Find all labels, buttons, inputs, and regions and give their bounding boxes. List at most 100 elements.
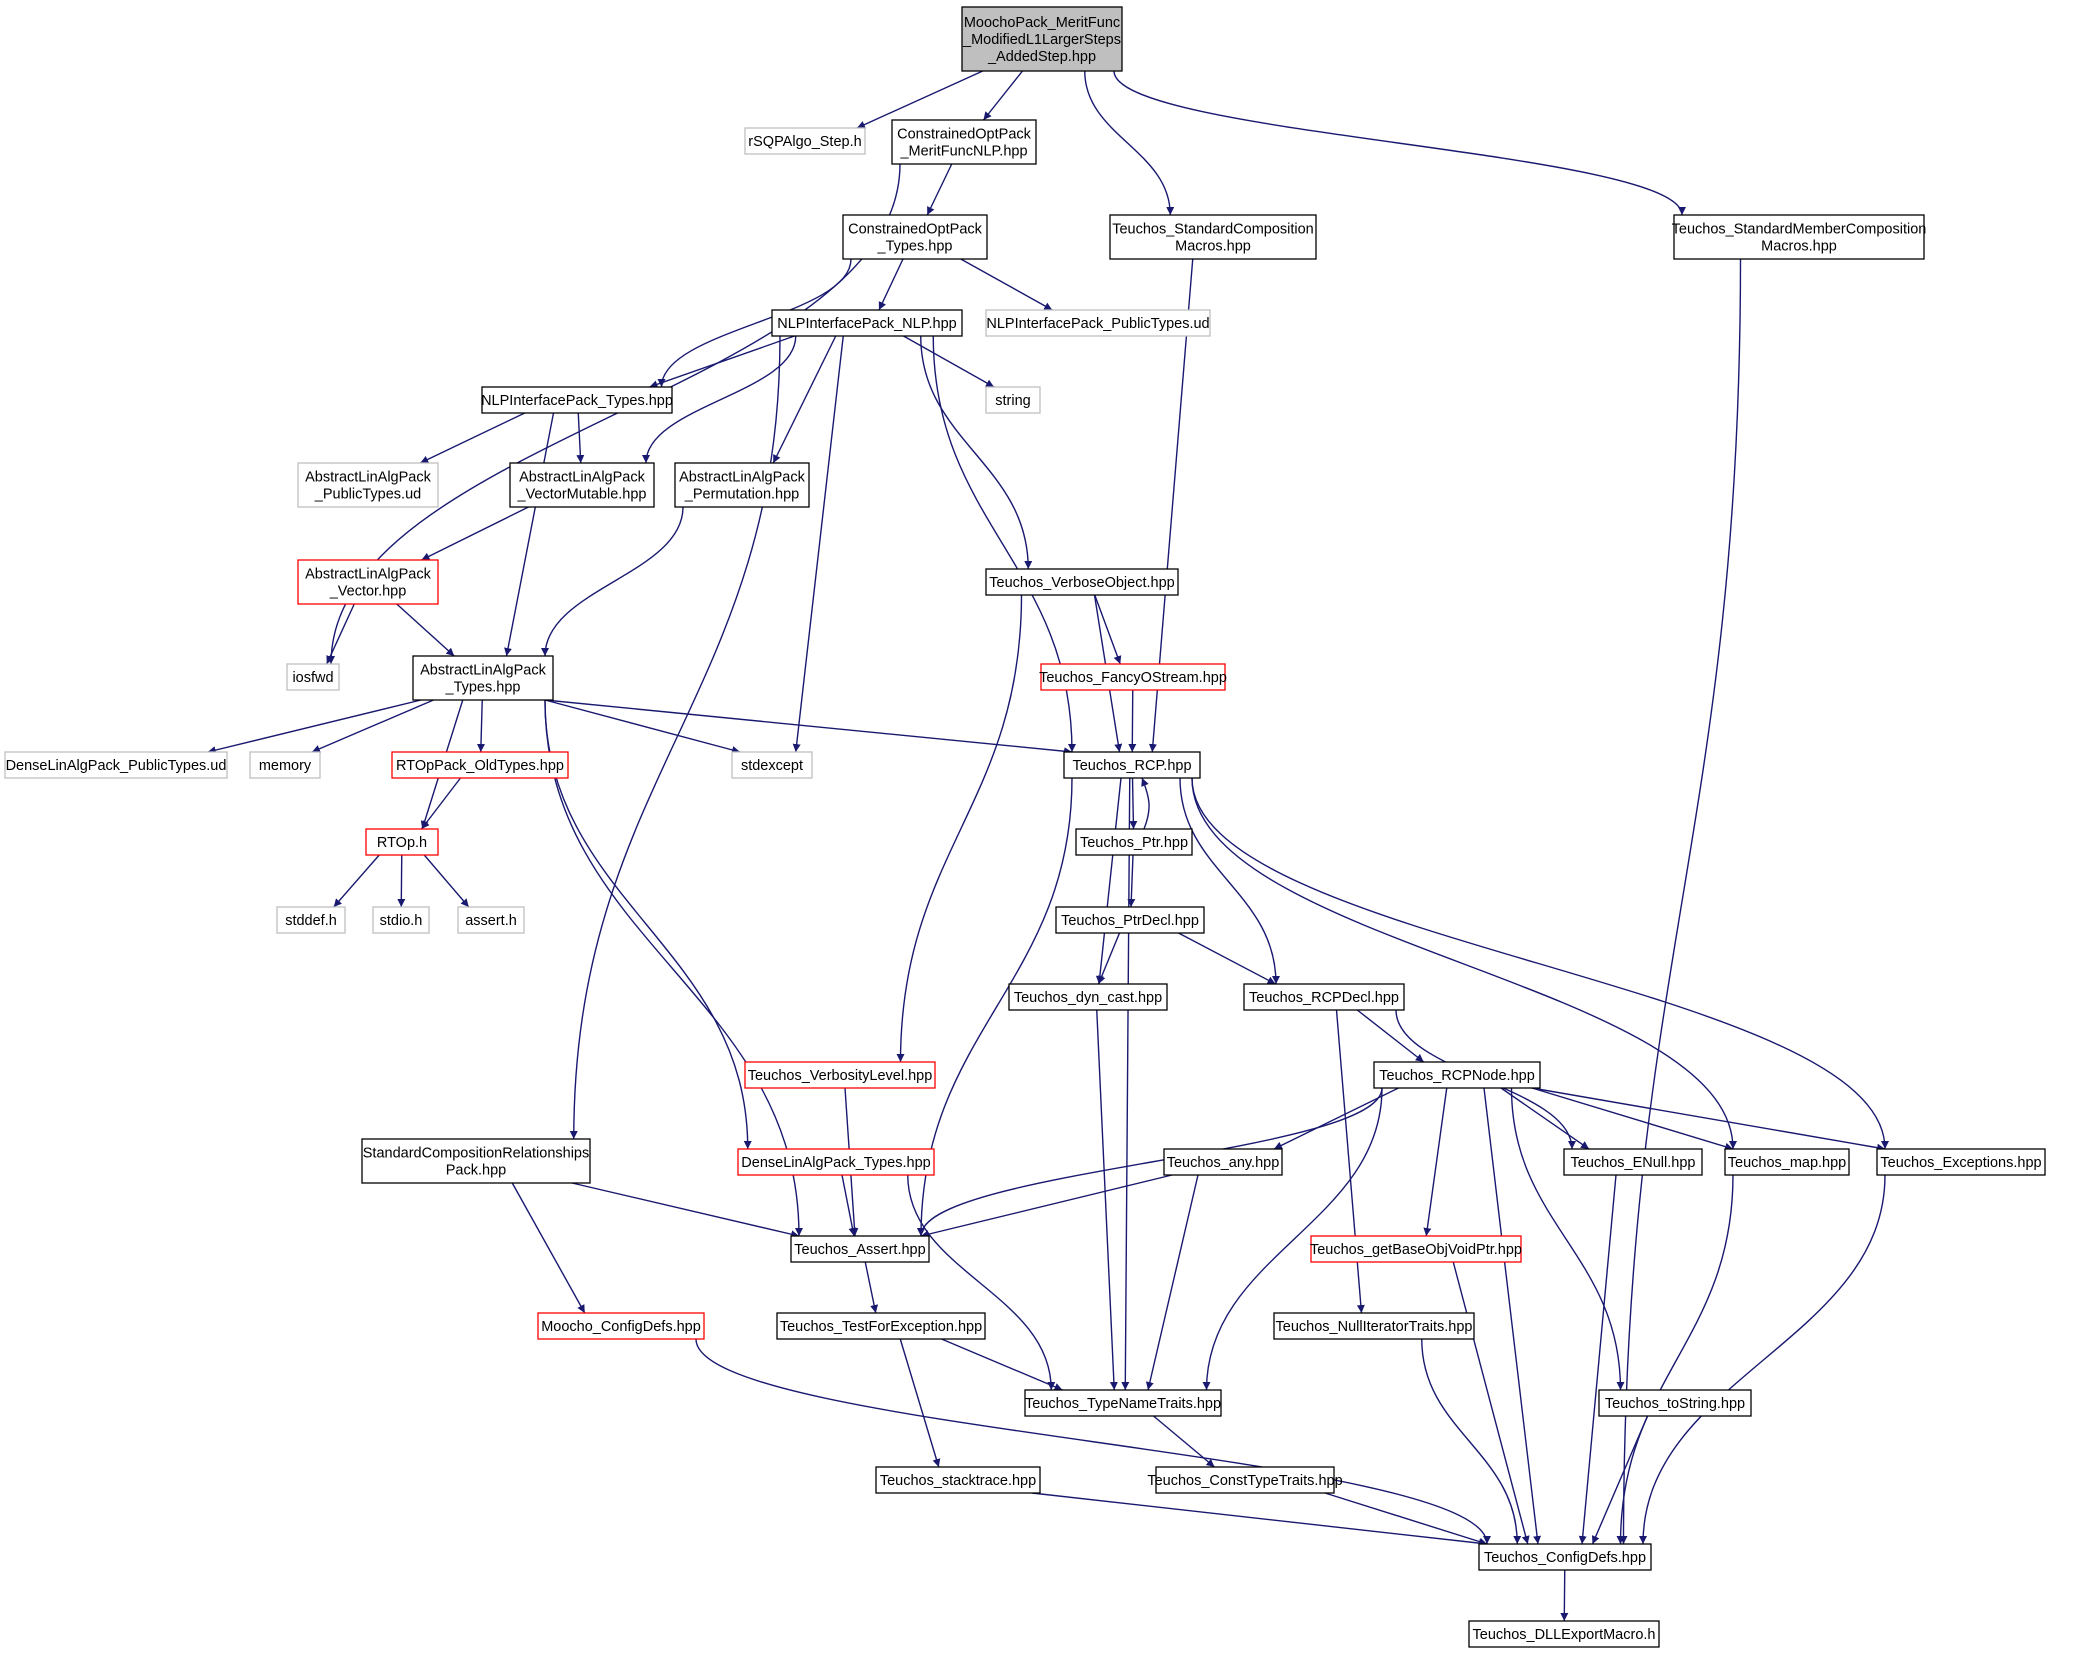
node-label: RTOp.h: [377, 835, 427, 851]
node-label: Teuchos_Exceptions.hpp: [1880, 1155, 2041, 1171]
node-label: Teuchos_RCP.hpp: [1072, 758, 1191, 774]
node-box: [731, 751, 813, 779]
node-box: [361, 1138, 591, 1184]
edge-ptrdecl-to-dyn-cast: [1097, 932, 1121, 985]
node-nlp-public-ud[interactable]: NLPInterfacePack_PublicTypes.ud: [985, 309, 1211, 337]
edge-rcpnode-to-getbase: [1423, 1087, 1448, 1237]
node-label: AbstractLinAlgPack: [305, 567, 431, 583]
node-ala-types[interactable]: AbstractLinAlgPack_Types.hpp: [412, 655, 554, 701]
node-string[interactable]: string: [985, 386, 1041, 414]
node-box: [297, 559, 439, 605]
node-ptr[interactable]: Teuchos_Ptr.hpp: [1075, 828, 1193, 856]
node-assert-hpp[interactable]: Teuchos_Assert.hpp: [790, 1235, 930, 1263]
node-label: AbstractLinAlgPack: [305, 470, 431, 486]
edge-rcp-to-typename: [1121, 777, 1131, 1391]
node-map[interactable]: Teuchos_map.hpp: [1724, 1148, 1850, 1176]
node-box: [457, 906, 525, 934]
edge-verbose-obj-to-fancy: [1094, 594, 1122, 665]
node-label: _Types.hpp: [445, 680, 521, 696]
node-exceptions[interactable]: Teuchos_Exceptions.hpp: [1876, 1148, 2046, 1176]
node-assert-h[interactable]: assert.h: [457, 906, 525, 934]
node-label: _Types.hpp: [877, 239, 953, 255]
node-box: [1563, 1148, 1703, 1176]
node-enull[interactable]: Teuchos_ENull.hpp: [1563, 1148, 1703, 1176]
edge-ala-types-to-dense-public-ud: [207, 699, 422, 754]
edge-configdefs-to-dllexport: [1560, 1569, 1569, 1622]
edge-rcpnode-to-typename: [1202, 1087, 1383, 1391]
node-box: [1163, 1148, 1283, 1176]
node-label: Teuchos_DLLExportMacro.h: [1473, 1627, 1656, 1643]
edge-root-to-std-member-macros: [1113, 70, 1686, 216]
node-memory[interactable]: memory: [249, 751, 321, 779]
node-nlp-types[interactable]: NLPInterfacePack_Types.hpp: [481, 386, 673, 414]
node-ala-public-ud[interactable]: AbstractLinAlgPack_PublicTypes.ud: [297, 462, 439, 508]
node-label: _AddedStep.hpp: [987, 49, 1096, 65]
edge-rcpnode-to-tostring: [1510, 1087, 1625, 1391]
node-stacktrace[interactable]: Teuchos_stacktrace.hpp: [875, 1466, 1041, 1494]
node-label: AbstractLinAlgPack: [519, 470, 645, 486]
edge-nlp-to-ala-vecmut: [642, 335, 797, 464]
node-label: Teuchos_NullIteratorTraits.hpp: [1276, 1319, 1473, 1335]
node-rcpnode[interactable]: Teuchos_RCPNode.hpp: [1373, 1061, 1541, 1089]
node-rcp[interactable]: Teuchos_RCP.hpp: [1063, 751, 1201, 779]
node-consttype[interactable]: Teuchos_ConstTypeTraits.hpp: [1147, 1466, 1343, 1494]
node-label: ConstrainedOptPack: [897, 127, 1032, 143]
node-dllexport[interactable]: Teuchos_DLLExportMacro.h: [1468, 1620, 1660, 1648]
node-verbose-obj[interactable]: Teuchos_VerboseObject.hpp: [985, 568, 1179, 596]
node-dyn-cast[interactable]: Teuchos_dyn_cast.hpp: [1008, 983, 1168, 1011]
node-box: [1310, 1235, 1522, 1263]
node-box: [1243, 983, 1405, 1011]
node-stdexcept[interactable]: stdexcept: [731, 751, 813, 779]
node-box: [1008, 983, 1168, 1011]
node-label: Teuchos_TestForException.hpp: [780, 1319, 982, 1335]
node-ptrdecl[interactable]: Teuchos_PtrDecl.hpp: [1055, 906, 1205, 934]
node-dense-public-ud[interactable]: DenseLinAlgPack_PublicTypes.ud: [4, 751, 228, 779]
edge-cop-types-to-nlp-types: [657, 258, 852, 388]
edge-nlp-to-string: [903, 335, 995, 388]
node-std-member-macros[interactable]: Teuchos_StandardMemberCompositionMacros.…: [1672, 214, 1927, 260]
node-root[interactable]: MoochoPack_MeritFunc_ModifiedL1LargerSte…: [961, 6, 1123, 72]
node-stdio[interactable]: stdio.h: [372, 906, 430, 934]
node-moocho-config[interactable]: Moocho_ConfigDefs.hpp: [537, 1312, 705, 1340]
node-ala-vector[interactable]: AbstractLinAlgPack_Vector.hpp: [297, 559, 439, 605]
edge-ala-vector-to-ala-types: [396, 603, 455, 657]
node-rsqp[interactable]: rSQPAlgo_Step.h: [744, 127, 866, 155]
node-label: Teuchos_StandardComposition: [1112, 222, 1314, 238]
node-nlp[interactable]: NLPInterfacePack_NLP.hpp: [771, 309, 963, 337]
node-any[interactable]: Teuchos_any.hpp: [1163, 1148, 1283, 1176]
edge-ala-types-to-memory: [311, 699, 434, 753]
node-getbase[interactable]: Teuchos_getBaseObjVoidPtr.hpp: [1310, 1235, 1522, 1263]
edge-rcpnode-to-configdefs: [1483, 1087, 1542, 1545]
node-ala-perm[interactable]: AbstractLinAlgPack_Permutation.hpp: [674, 462, 810, 508]
node-nulliter[interactable]: Teuchos_NullIteratorTraits.hpp: [1273, 1312, 1475, 1340]
edge-cop-types-to-nlp-public-ud: [960, 258, 1053, 311]
node-box: [509, 462, 655, 508]
node-testforexc[interactable]: Teuchos_TestForException.hpp: [776, 1312, 986, 1340]
node-ala-vecmut[interactable]: AbstractLinAlgPack_VectorMutable.hpp: [509, 462, 655, 508]
edge-rcp-to-map: [1191, 777, 1737, 1150]
node-label: _VectorMutable.hpp: [517, 487, 647, 503]
edge-getbase-to-configdefs: [1452, 1261, 1530, 1545]
node-label: NLPInterfacePack_Types.hpp: [481, 393, 673, 409]
node-fancy[interactable]: Teuchos_FancyOStream.hpp: [1039, 663, 1227, 691]
node-tostring[interactable]: Teuchos_toString.hpp: [1598, 1389, 1752, 1417]
node-cop-types[interactable]: ConstrainedOptPack_Types.hpp: [842, 214, 988, 260]
node-box: [1155, 1466, 1335, 1494]
node-dense-types[interactable]: DenseLinAlgPack_Types.hpp: [737, 1148, 935, 1176]
node-rtop-old[interactable]: RTOpPack_OldTypes.hpp: [391, 751, 569, 779]
node-iosfwd[interactable]: iosfwd: [286, 663, 340, 691]
node-cop-merit[interactable]: ConstrainedOptPack_MeritFuncNLP.hpp: [891, 119, 1037, 165]
node-verbosity[interactable]: Teuchos_VerbosityLevel.hpp: [744, 1061, 936, 1089]
node-configdefs[interactable]: Teuchos_ConfigDefs.hpp: [1478, 1543, 1652, 1571]
edge-dense-types-to-assert-hpp: [841, 1174, 857, 1237]
node-rtop-h[interactable]: RTOp.h: [365, 828, 439, 856]
node-label: stdexcept: [741, 758, 803, 774]
node-label: memory: [259, 758, 312, 774]
node-typename[interactable]: Teuchos_TypeNameTraits.hpp: [1024, 1389, 1222, 1417]
node-box: [790, 1235, 930, 1263]
node-rcpdecl[interactable]: Teuchos_RCPDecl.hpp: [1243, 983, 1405, 1011]
node-stddef[interactable]: stddef.h: [276, 906, 346, 934]
